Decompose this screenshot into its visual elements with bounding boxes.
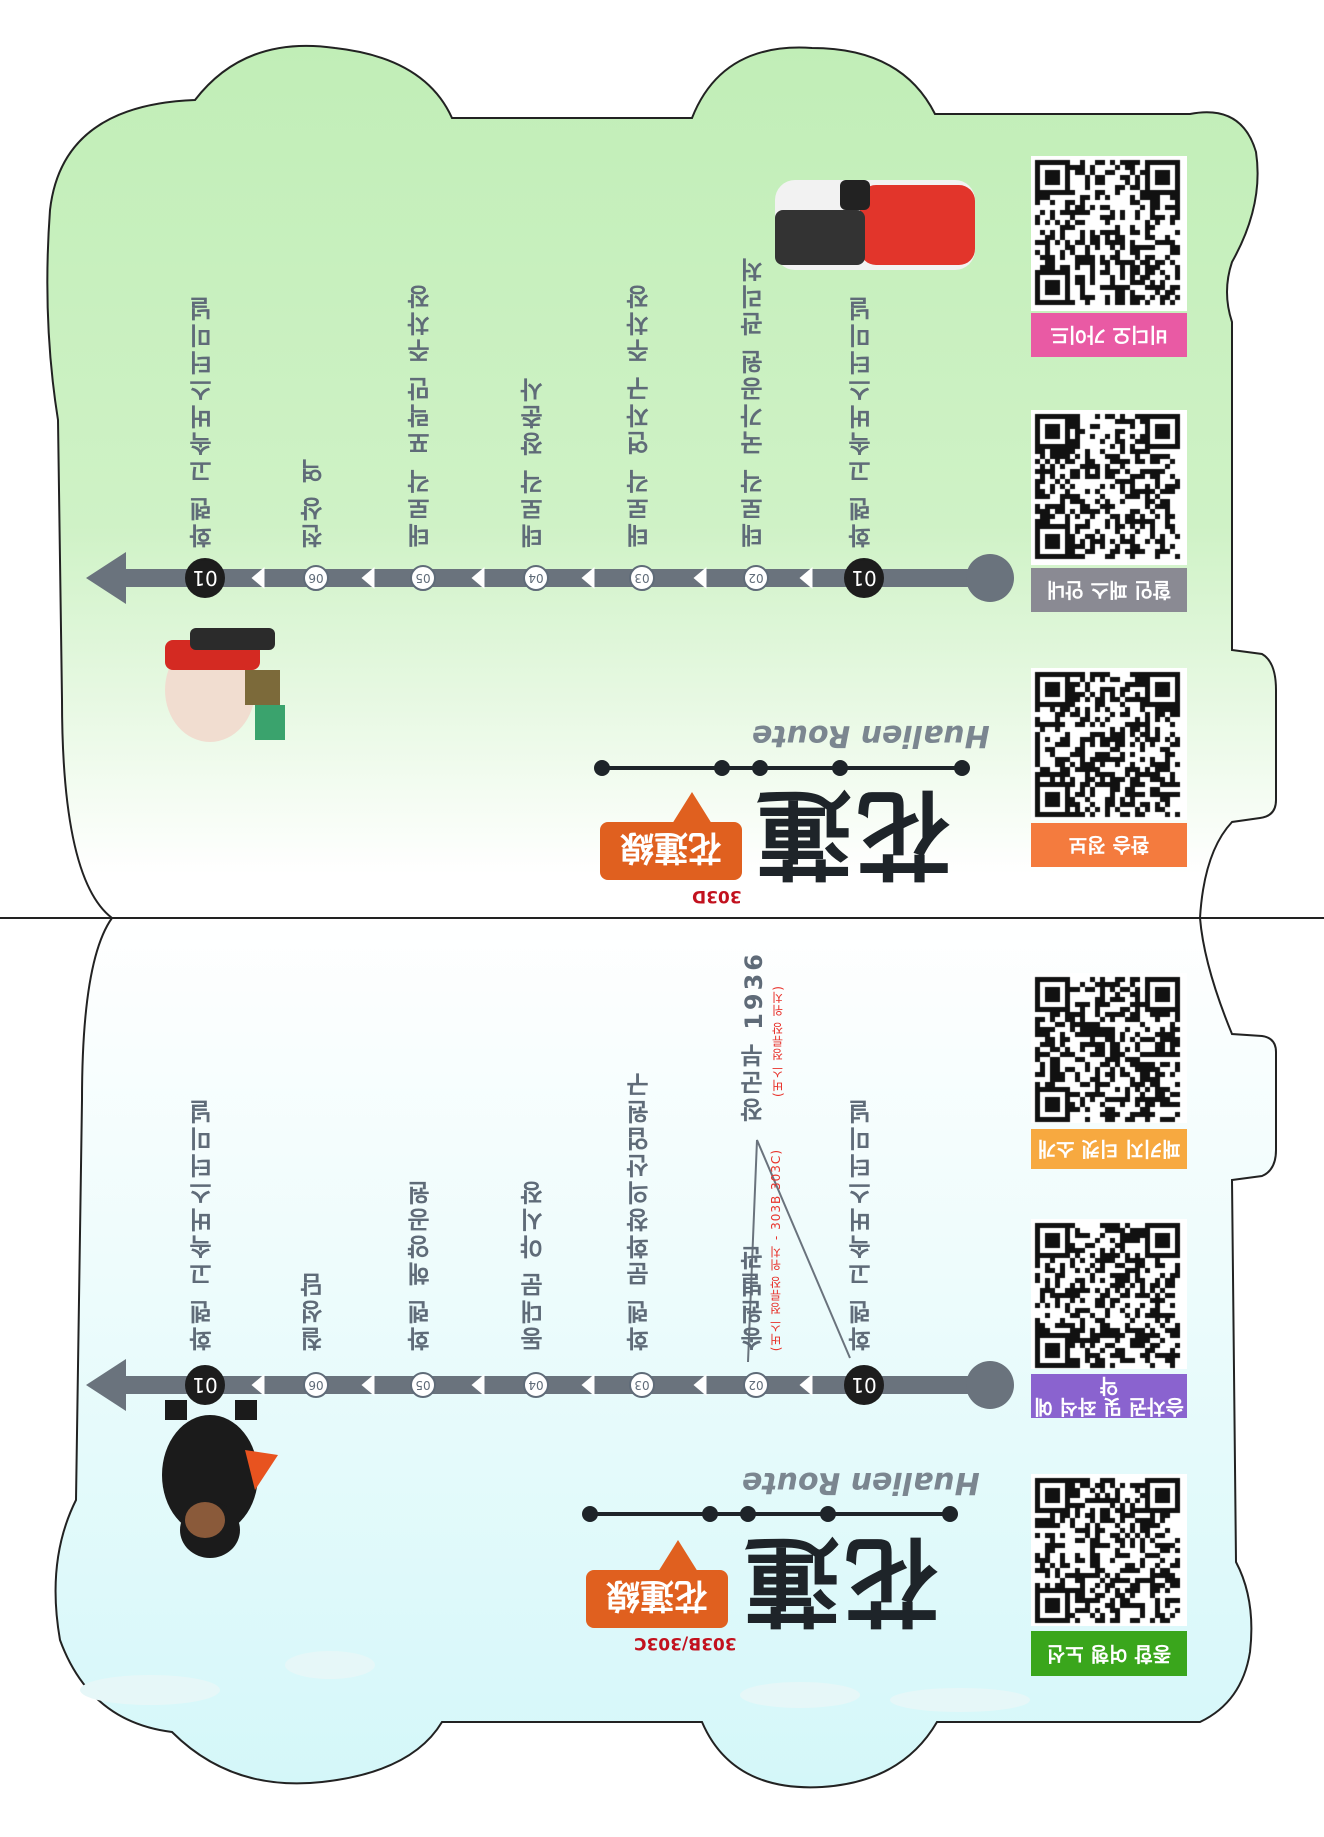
title-dot bbox=[752, 760, 768, 776]
route-code: 303B/303C bbox=[634, 1633, 737, 1653]
route-line bbox=[115, 1376, 990, 1394]
station-name: 태로각 연자구 주차장 bbox=[626, 282, 654, 548]
branch-line bbox=[747, 1139, 851, 1363]
route-code: 303D bbox=[692, 886, 742, 906]
title-dot bbox=[942, 1506, 958, 1522]
qr-label-video-guide[interactable]: 비디오 가이드 bbox=[1031, 313, 1187, 357]
direction-chevron-icon bbox=[361, 1374, 375, 1396]
qr-code[interactable] bbox=[1031, 410, 1187, 565]
station-name: 태로각 장춘사 bbox=[520, 374, 548, 548]
route-line bbox=[115, 569, 990, 587]
station-number: 01 bbox=[185, 558, 225, 598]
title-dot bbox=[820, 1506, 836, 1522]
direction-chevron-icon bbox=[581, 567, 595, 589]
qr-code[interactable] bbox=[1031, 156, 1187, 311]
title-rule bbox=[602, 766, 962, 770]
route-start-dot bbox=[966, 1361, 1014, 1409]
title-dot bbox=[594, 760, 610, 776]
station-number: 02 bbox=[743, 565, 769, 591]
direction-chevron-icon bbox=[799, 1374, 813, 1396]
title-dot bbox=[740, 1506, 756, 1522]
direction-chevron-icon bbox=[251, 567, 265, 589]
station-number: 01 bbox=[185, 1365, 225, 1405]
route-logo: 花蓮 bbox=[740, 1524, 940, 1636]
station-name: 화롄 고속버스터미널 bbox=[848, 1096, 876, 1351]
station-number: 02 bbox=[743, 1372, 769, 1398]
station-name: 화롄 문화창의산업원구 bbox=[626, 1069, 654, 1351]
station-number: 03 bbox=[629, 565, 655, 591]
station-name: 송원별관 bbox=[740, 1243, 768, 1351]
station-name: 태로각 국가공원 관리처 bbox=[740, 255, 768, 548]
station-number: 05 bbox=[410, 565, 436, 591]
direction-chevron-icon bbox=[251, 1374, 265, 1396]
title-dot bbox=[702, 1506, 718, 1522]
branch-station-name: 장군부 1936 bbox=[740, 950, 768, 1122]
arrow-left-icon bbox=[86, 1359, 126, 1411]
station-number: 04 bbox=[523, 1372, 549, 1398]
bear-mascot bbox=[162, 1400, 278, 1558]
cloud-decoration bbox=[80, 1651, 1030, 1712]
mascot-character bbox=[165, 628, 285, 742]
station-name: 화롄 해양공원 bbox=[407, 1177, 435, 1351]
title-dot bbox=[954, 760, 970, 776]
station-number: 01 bbox=[844, 1365, 884, 1405]
direction-chevron-icon bbox=[361, 567, 375, 589]
route-start-dot bbox=[966, 554, 1014, 602]
station-name: 화롄 고속버스터미널 bbox=[848, 293, 876, 548]
route-title-en: Hualien Route bbox=[752, 718, 990, 753]
qr-label-discount-pass[interactable]: 할인 패스 안내 bbox=[1031, 568, 1187, 612]
direction-chevron-icon bbox=[471, 1374, 485, 1396]
qr-code[interactable] bbox=[1031, 1474, 1187, 1626]
qr-label-ticket-booking[interactable]: 승차권 및 좌석 예약 bbox=[1031, 1374, 1187, 1419]
station-number: 01 bbox=[844, 558, 884, 598]
title-dot bbox=[714, 760, 730, 776]
bottom-panel-shape bbox=[54, 917, 1277, 1789]
station-number: 03 bbox=[629, 1372, 655, 1398]
station-name: 화롄 고속버스터미널 bbox=[189, 1096, 217, 1351]
station-number: 06 bbox=[303, 1372, 329, 1398]
qr-code[interactable] bbox=[1031, 973, 1187, 1123]
station-number: 04 bbox=[523, 565, 549, 591]
direction-chevron-icon bbox=[799, 567, 813, 589]
station-number: 06 bbox=[303, 565, 329, 591]
direction-chevron-icon bbox=[581, 1374, 595, 1396]
branch-station-note: (버스 정류장 위치) bbox=[771, 985, 785, 1097]
direction-chevron-icon bbox=[693, 1374, 707, 1396]
qr-label-travel-routes[interactable]: 종합 여행 노선 bbox=[1031, 1631, 1187, 1676]
direction-chevron-icon bbox=[693, 567, 707, 589]
station-name: 동대문 야시장 bbox=[520, 1177, 548, 1351]
station-name: 천상 역 bbox=[300, 455, 328, 548]
qr-code[interactable] bbox=[1031, 1219, 1187, 1369]
route-tag: 花蓮線 bbox=[586, 1570, 728, 1628]
route-tag: 花蓮線 bbox=[600, 822, 742, 880]
route-title-en: Hualien Route bbox=[742, 1465, 980, 1500]
station-name: 칠성담 bbox=[300, 1270, 328, 1351]
station-name: 화롄 고속버스터미널 bbox=[189, 293, 217, 548]
title-dot bbox=[582, 1506, 598, 1522]
station-number: 05 bbox=[410, 1372, 436, 1398]
qr-label-package-tickets[interactable]: 패키지 티켓 소개 bbox=[1031, 1129, 1187, 1169]
route-logo: 花蓮 bbox=[752, 777, 952, 889]
station-note: (버스 정류장 위치 - 303B 303C) bbox=[769, 1148, 783, 1351]
qr-label-transfer-info[interactable]: 환승 정보 bbox=[1031, 823, 1187, 867]
station-name: 태로각 포락만 주차장 bbox=[407, 282, 435, 548]
arrow-left-icon bbox=[86, 552, 126, 604]
title-dot bbox=[832, 760, 848, 776]
title-rule bbox=[590, 1512, 950, 1516]
qr-code[interactable] bbox=[1031, 668, 1187, 820]
train-illustration bbox=[775, 180, 975, 270]
direction-chevron-icon bbox=[471, 567, 485, 589]
